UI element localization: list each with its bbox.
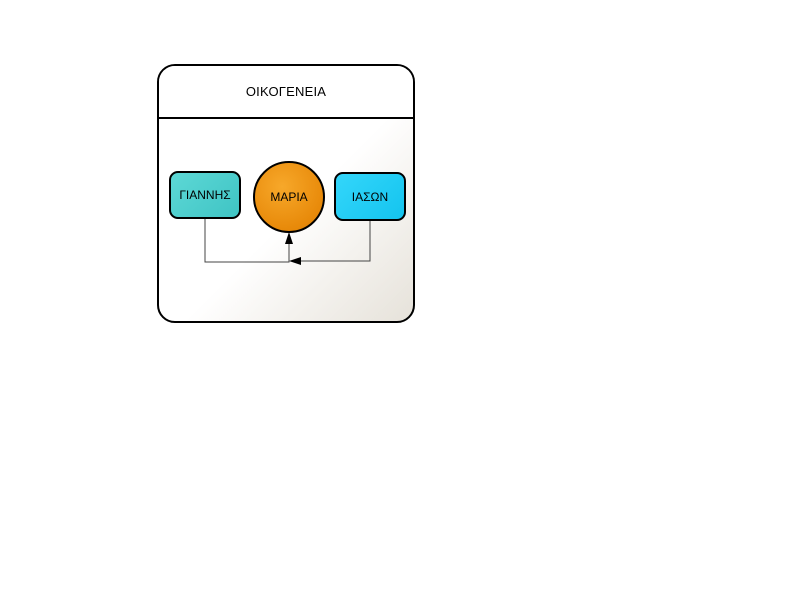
node-maria[interactable]: ΜΑΡΙΑ xyxy=(253,161,325,233)
container-header: ΟΙΚΟΓΕΝΕΙΑ xyxy=(159,66,413,119)
container-title: ΟΙΚΟΓΕΝΕΙΑ xyxy=(245,84,327,99)
edge-iason-maria[interactable] xyxy=(293,221,371,262)
node-giannis-label: ΓΙΑΝΝΗΣ xyxy=(179,188,231,202)
node-giannis[interactable]: ΓΙΑΝΝΗΣ xyxy=(169,171,241,219)
node-iason-label: ΙΑΣΩΝ xyxy=(351,189,389,204)
node-iason[interactable]: ΙΑΣΩΝ xyxy=(334,172,406,221)
arrowhead-left-icon xyxy=(289,257,301,265)
arrowhead-up-icon xyxy=(285,232,293,244)
edge-giannis-maria[interactable] xyxy=(204,219,290,263)
node-maria-label: ΜΑΡΙΑ xyxy=(270,190,308,204)
